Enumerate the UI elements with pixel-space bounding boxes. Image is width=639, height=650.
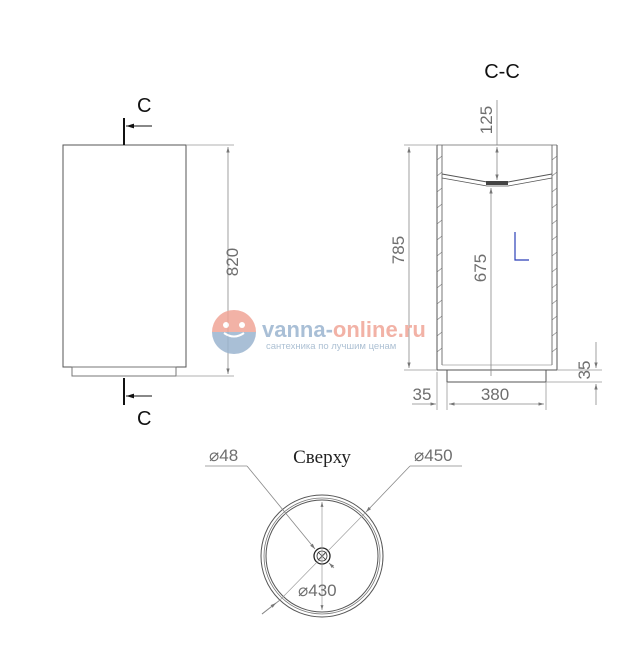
top-view: Сверху ⌀48 ⌀450 ⌀430 bbox=[205, 446, 462, 618]
inner-diameter-label: ⌀430 bbox=[298, 581, 337, 600]
base-width-label: 380 bbox=[481, 385, 509, 404]
watermark-tagline: сантехника по лучшим ценам bbox=[266, 341, 396, 352]
section-mark-top: C bbox=[137, 95, 151, 117]
outer-rim bbox=[260, 494, 384, 618]
inner-height-label: 675 bbox=[471, 254, 490, 282]
drain-section bbox=[486, 181, 508, 185]
height-dimension-label: 820 bbox=[223, 248, 242, 276]
base-height-label: 35 bbox=[575, 361, 594, 380]
total-height-label: 785 bbox=[389, 236, 408, 264]
body-outline bbox=[62, 144, 187, 368]
svg-text:vanna-online.ru: vanna-online.ru bbox=[262, 317, 426, 342]
base-outline bbox=[71, 366, 177, 377]
top-view-title: Сверху bbox=[293, 447, 351, 468]
frog-logo-icon bbox=[212, 310, 256, 354]
base-offset-label: 35 bbox=[413, 385, 432, 404]
section-view: C-C 125 675 785 bbox=[389, 61, 602, 410]
section-mark-bottom: C bbox=[137, 408, 151, 430]
blue-mark bbox=[514, 232, 529, 261]
watermark: vanna-online.ru сантехника по лучшим цен… bbox=[212, 310, 426, 354]
bowl-depth-label: 125 bbox=[477, 106, 496, 134]
front-view: 820 C C bbox=[62, 95, 242, 430]
drain-diameter-label: ⌀48 bbox=[209, 446, 238, 465]
outer-diameter-label: ⌀450 bbox=[414, 446, 453, 465]
base-section bbox=[446, 369, 547, 383]
section-title: C-C bbox=[484, 61, 520, 83]
watermark-brand-blue: vanna- bbox=[262, 317, 333, 342]
watermark-brand-red: online.ru bbox=[333, 317, 426, 342]
